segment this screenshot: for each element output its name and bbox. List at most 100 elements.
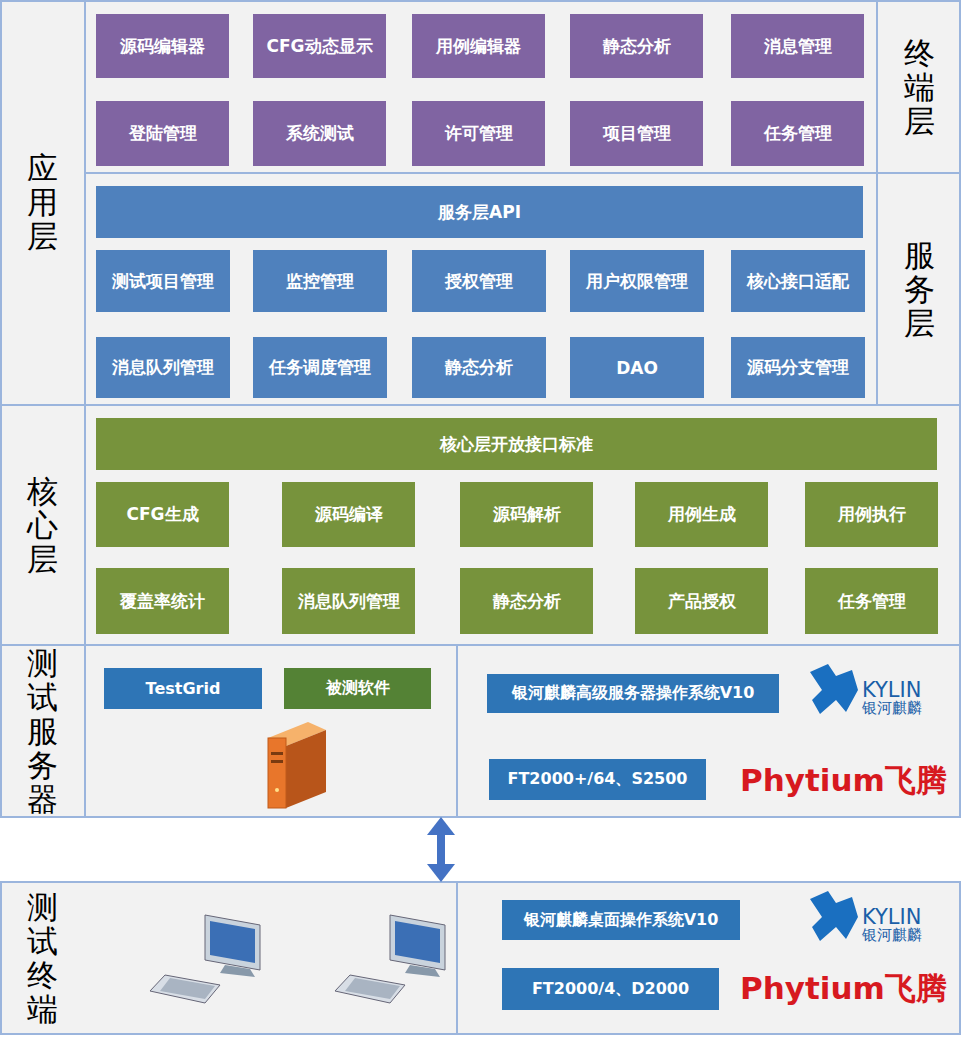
module-box: DAO: [570, 337, 704, 398]
box-label: FT2000/4、D2000: [532, 979, 689, 1000]
module-box: 源码解析: [460, 482, 593, 547]
logo-text: 银河麒麟: [862, 699, 922, 718]
module-box: 消息管理: [731, 14, 864, 78]
box-label: 消息队列管理: [112, 356, 214, 379]
logo-text: Phytium飞腾: [740, 760, 947, 802]
module-box: 产品授权: [635, 568, 768, 634]
layer-band: 核心层 核心层开放接口标准 CFG生成 源码编译 源码解析 用例生成 用例执行覆盖率统计 消息…: [0, 405, 961, 645]
box-label: 静态分析: [493, 590, 561, 613]
module-box: 监控管理: [253, 250, 387, 312]
kylin-logo-mark: [810, 664, 858, 941]
box-label: DAO: [616, 358, 658, 378]
box-label: 银河麒麟桌面操作系统V10: [524, 910, 719, 931]
box-label: 产品授权: [668, 590, 736, 613]
box-label: 系统测试: [286, 122, 354, 145]
module-box: 覆盖率统计: [96, 568, 229, 634]
layer-title: 终端层: [904, 36, 935, 138]
double-arrow: [427, 817, 455, 882]
module-box: 核心接口适配: [731, 250, 865, 312]
box-label: 测试项目管理: [112, 270, 214, 293]
box-label: 用例生成: [668, 503, 736, 526]
module-box: 被测软件: [284, 668, 431, 709]
module-box: CFG动态显示: [253, 14, 386, 78]
box-label: 被测软件: [326, 678, 390, 699]
module-box: 源码分支管理: [731, 337, 865, 398]
module-box: 登陆管理: [96, 101, 229, 166]
box-label: 授权管理: [445, 270, 513, 293]
module-box: 用例编辑器: [412, 14, 545, 78]
box-label: 登陆管理: [129, 122, 197, 145]
box-label: 监控管理: [286, 270, 354, 293]
box-label: 消息管理: [764, 35, 832, 58]
box-label: 用例编辑器: [436, 35, 521, 58]
module-box: 静态分析: [460, 568, 593, 634]
module-box: 系统测试: [253, 101, 386, 166]
logo-text: KYLIN: [862, 905, 921, 929]
box-label: CFG生成: [126, 503, 198, 526]
box-label: 源码分支管理: [747, 356, 849, 379]
module-box: 静态分析: [570, 14, 703, 78]
module-box: 许可管理: [412, 101, 545, 166]
module-box: 任务管理: [805, 568, 938, 634]
module-box: 静态分析: [412, 337, 546, 398]
box-label: 核心接口适配: [747, 270, 849, 293]
module-box: 银河麒麟桌面操作系统V10: [502, 900, 740, 940]
module-box: 银河麒麟高级服务器操作系统V10: [487, 674, 779, 713]
box-label: 用例执行: [838, 503, 906, 526]
logo-text: 银河麒麟: [862, 926, 922, 945]
module-box: FT2000+/64、S2500: [489, 759, 706, 800]
module-box: 任务调度管理: [253, 337, 387, 398]
box-label: 任务管理: [764, 122, 832, 145]
logo-text: Phytium飞腾: [740, 968, 947, 1010]
box-label: 任务管理: [838, 590, 906, 613]
layer-band: 测试终端 银河麒麟桌面操作系统V10FT2000/4、D2000: [0, 882, 961, 1035]
box-label: 任务调度管理: [269, 356, 371, 379]
layer-band: 应用层终端层源码编辑器CFG动态显示用例编辑器静态分析消息管理登陆管理系统测试许…: [0, 0, 961, 405]
box-label: 源码编辑器: [120, 35, 205, 58]
module-box: 授权管理: [412, 250, 546, 312]
module-box: 源码编译: [282, 482, 415, 547]
box-label: 消息队列管理: [298, 590, 400, 613]
module-box: 测试项目管理: [96, 250, 230, 312]
box-label: 银河麒麟高级服务器操作系统V10: [512, 683, 755, 704]
computer-icons: [150, 915, 445, 1003]
module-box: FT2000/4、D2000: [502, 968, 719, 1010]
module-box: 消息队列管理: [282, 568, 415, 634]
layer-title: 测试终端: [27, 890, 58, 1026]
module-box: 服务层API: [96, 186, 863, 238]
box-label: 静态分析: [603, 35, 671, 58]
box-label: 项目管理: [603, 122, 671, 145]
module-box: CFG生成: [96, 482, 229, 547]
module-box: 用例生成: [635, 482, 768, 547]
module-box: 用例执行: [805, 482, 938, 547]
box-label: 核心层开放接口标准: [440, 433, 593, 456]
layer-title: 服务层: [904, 238, 935, 340]
band-borders: [1, 1, 960, 1034]
box-label: FT2000+/64、S2500: [508, 769, 688, 790]
module-box: 消息队列管理: [96, 337, 230, 398]
module-box: 任务管理: [731, 101, 864, 166]
module-box: 源码编辑器: [96, 14, 229, 78]
box-label: 覆盖率统计: [120, 590, 205, 613]
layer-title: 测试服务器: [27, 646, 58, 816]
box-label: 静态分析: [445, 356, 513, 379]
box-label: 服务层API: [438, 201, 521, 224]
layer-title: 应用层: [27, 151, 58, 253]
box-label: TestGrid: [146, 679, 221, 698]
box-label: 用户权限管理: [586, 270, 688, 293]
layer-band: 终端层 源码编辑器 CFG动态显示 用例编辑器 静态分析 消息管理登陆管理 系统测试 许可管理…: [85, 0, 961, 173]
box-label: 源码编译: [315, 503, 383, 526]
module-box: 项目管理: [570, 101, 703, 166]
box-label: 源码解析: [493, 503, 561, 526]
logo-text: KYLIN: [862, 678, 921, 702]
layer-title: 核心层: [27, 474, 58, 576]
module-box: 核心层开放接口标准: [96, 418, 937, 470]
box-label: CFG动态显示: [266, 35, 372, 58]
box-label: 许可管理: [445, 122, 513, 145]
module-box: 用户权限管理: [570, 250, 704, 312]
module-box: TestGrid: [104, 668, 262, 709]
layer-band: 服务层 服务层API 测试项目管理 监控管理 授权管理 用户权限管理 核心接口适配消息队列管…: [85, 173, 961, 405]
server-icon: [268, 722, 326, 808]
